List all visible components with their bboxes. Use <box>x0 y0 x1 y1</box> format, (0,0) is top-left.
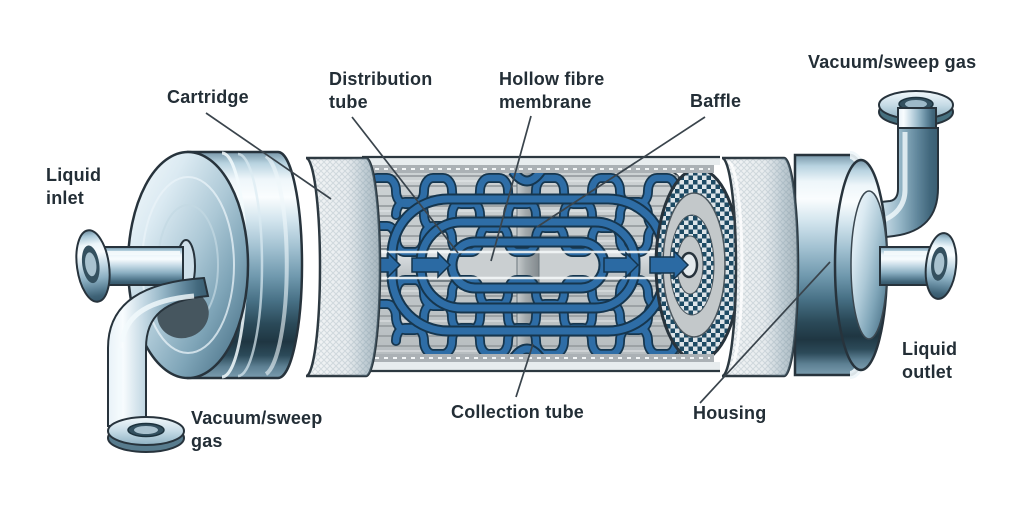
label-liquid-outlet: Liquid outlet <box>902 339 958 382</box>
pointer-line-housing <box>699 261 831 404</box>
label-cartridge: Cartridge <box>167 87 249 107</box>
label-distribution-tube: Distribution tube <box>329 69 433 112</box>
label-collection-tube: Collection tube <box>451 402 584 422</box>
label-vacuum-sweep-gas-top: Vacuum/sweep gas <box>808 52 977 72</box>
housing-shell <box>721 156 800 378</box>
label-liquid-inlet: Liquid inlet <box>46 165 102 208</box>
right-end-cap <box>793 151 889 379</box>
cartridge-shell <box>305 156 382 378</box>
pointer-line-cartridge <box>205 112 332 200</box>
label-hollow-fibre-membrane: Hollow fibre membrane <box>499 69 605 112</box>
fibre-bundle <box>361 167 742 363</box>
left-end-cap <box>126 150 304 380</box>
label-vacuum-sweep-gas-bottom: Vacuum/sweep gas <box>191 408 323 451</box>
pointer-line-distribution-tube <box>351 116 459 254</box>
pointer-line-collection-tube <box>515 343 534 398</box>
label-baffle: Baffle <box>690 91 742 111</box>
pointer-line-hollow-fibre-membrane <box>490 115 532 262</box>
pointer-lines <box>205 112 831 404</box>
shell-rim <box>362 155 720 373</box>
liquid-outlet-pipe <box>879 232 958 300</box>
flow-arrows <box>365 249 690 281</box>
fibre-end-checker <box>654 167 742 363</box>
vacuum-sweep-pipe-bottom <box>107 276 210 453</box>
label-housing: Housing <box>693 403 767 423</box>
pointer-line-baffle <box>536 116 706 228</box>
